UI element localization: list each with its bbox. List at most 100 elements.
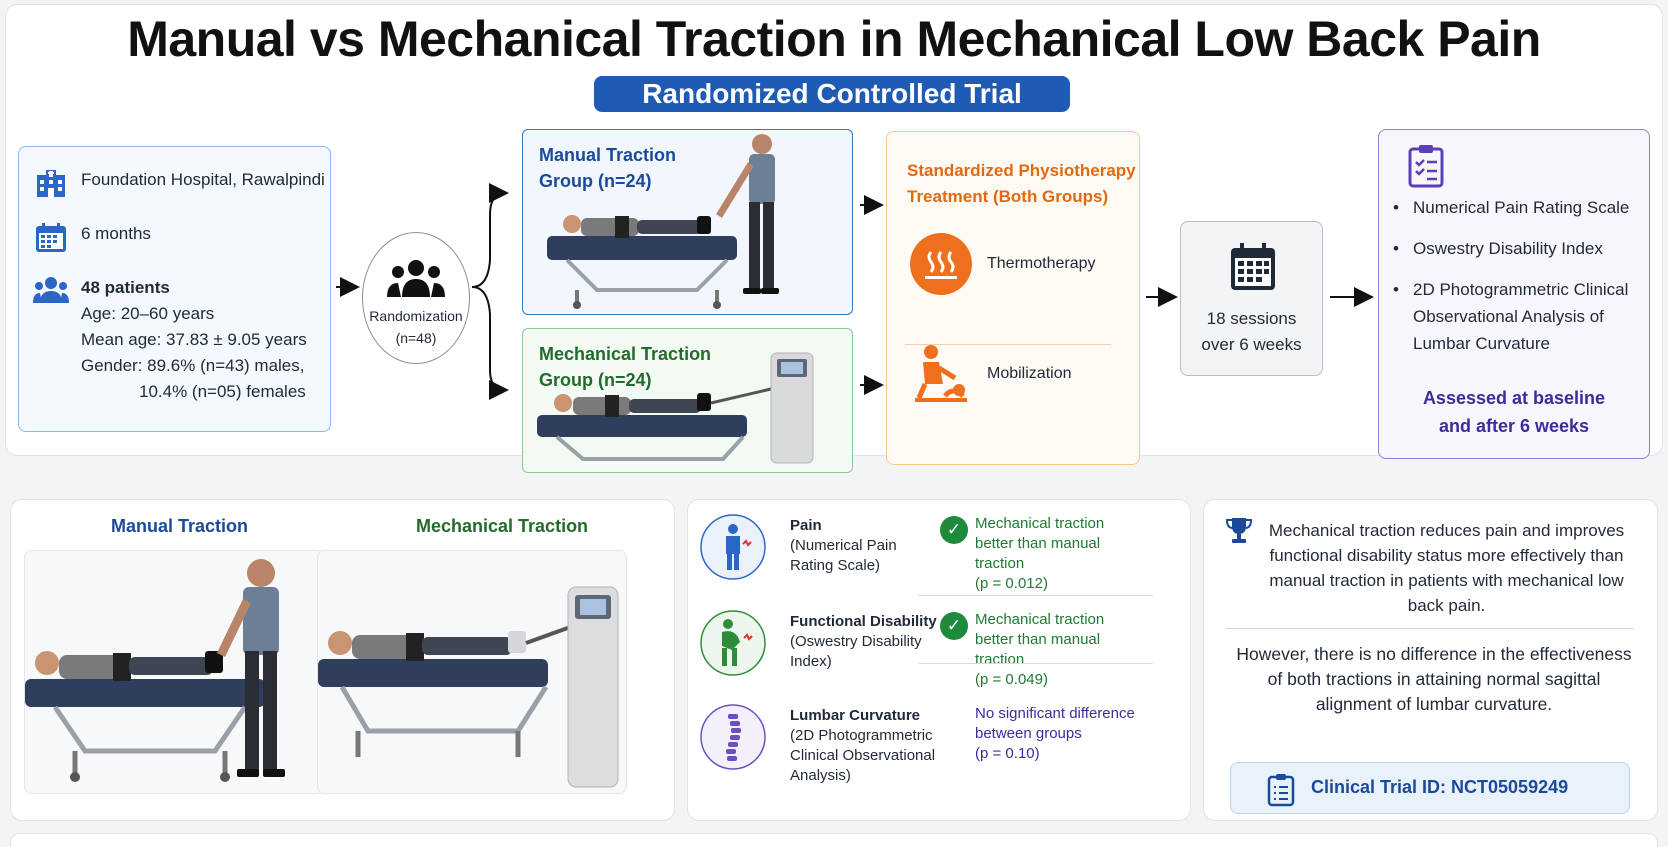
results-divider: [918, 663, 1153, 664]
manual-group-line-2: Group (n=24): [539, 171, 652, 191]
curvature-label: Lumbar Curvature (2D Photogrammetric Cli…: [790, 706, 940, 786]
physio-title-line-2: Treatment (Both Groups): [907, 187, 1109, 206]
results-panel: Pain (Numerical Pain Rating Scale) ✓ Mec…: [687, 499, 1191, 821]
clipboard-icon: [1267, 774, 1295, 807]
physio-title-line-1: Standardized Physiotherapy: [907, 161, 1136, 180]
patients-count: 48 patients: [81, 278, 170, 297]
sessions-line-2: over 6 weeks: [1201, 335, 1302, 354]
conclusion-panel: Mechanical traction reduces pain and imp…: [1203, 499, 1658, 821]
mechanical-group-line-1: Mechanical Traction: [539, 344, 712, 364]
group-icon: [387, 260, 445, 297]
clipboard-icon: [1408, 145, 1444, 188]
assessment-line-2: and after 6 weeks: [1438, 416, 1590, 436]
manual-traction-photo: [24, 550, 324, 794]
outcome-item: 2D Photogrammetric Clinical Observationa…: [1393, 276, 1643, 357]
patients-details: 48 patients Age: 20–60 years Mean age: 3…: [81, 275, 307, 405]
curvature-p-value: (p = 0.10): [975, 745, 1040, 762]
assessment-line-1: Assessed at baseline: [1422, 388, 1606, 408]
mechanical-group-title: Mechanical Traction Group (n=24): [539, 341, 711, 393]
mechanical-photo-title: Mechanical Traction: [416, 516, 589, 536]
conclusion-primary: Mechanical traction reduces pain and imp…: [1268, 521, 1625, 615]
mobilization-item: Mobilization: [909, 340, 1071, 408]
thermotherapy-label: Thermotherapy: [987, 255, 1096, 272]
calendar-icon: [36, 223, 66, 252]
mobilization-label: Mobilization: [987, 365, 1072, 382]
study-type-badge: Randomized Controlled Trial: [594, 76, 1070, 112]
study-info-box: Foundation Hospital, Rawalpindi 6 months…: [18, 146, 331, 432]
result-row-disability: Functional Disability (Oswestry Disabili…: [700, 610, 1170, 710]
trial-id-box: Clinical Trial ID: NCT05059249: [1230, 762, 1630, 814]
mechanical-group-line-2: Group (n=24): [539, 370, 652, 390]
outcome-item: Numerical Pain Rating Scale: [1393, 194, 1643, 221]
sessions-text: 18 sessions over 6 weeks: [1181, 306, 1322, 358]
disability-finding: Mechanical traction better than manual t…: [975, 610, 1145, 690]
manual-group-line-1: Manual Traction: [539, 145, 677, 165]
patients-row: 48 patients Age: 20–60 years Mean age: 3…: [33, 275, 307, 405]
trial-id: Clinical Trial ID: NCT05059249: [1311, 777, 1569, 797]
result-row-pain: Pain (Numerical Pain Rating Scale) ✓ Mec…: [700, 514, 1170, 614]
trophy-icon: [1226, 518, 1252, 543]
disability-finding-text: Mechanical traction better than manual t…: [975, 611, 1105, 668]
pain-finding-text: Mechanical traction better than manual t…: [975, 515, 1105, 572]
curvature-finding-text: No significant difference between groups: [975, 705, 1135, 742]
heat-icon: [910, 233, 972, 295]
assessment-timing: Assessed at baseline and after 6 weeks: [1379, 384, 1649, 440]
gender-line-2: 10.4% (n=05) females: [139, 382, 306, 401]
sessions-box: 18 sessions over 6 weeks: [1180, 221, 1323, 376]
outcome-list: Numerical Pain Rating Scale Oswestry Dis…: [1393, 194, 1643, 371]
footer-strip: [10, 833, 1658, 847]
results-divider: [918, 595, 1153, 596]
flow-arrows: [336, 183, 1374, 400]
check-icon: ✓: [940, 612, 968, 640]
sessions-line-1: 18 sessions: [1206, 309, 1297, 328]
gender-line-1: Gender: 89.6% (n=43) males,: [81, 356, 305, 375]
pain-scale: (Numerical Pain Rating Scale): [790, 537, 897, 574]
mechanical-traction-group: Mechanical Traction Group (n=24): [522, 328, 853, 473]
disability-icon: [700, 610, 766, 676]
manual-traction-illustration: [547, 134, 779, 309]
manual-photo-title: Manual Traction: [111, 516, 249, 536]
pain-icon: [700, 514, 766, 580]
randomization-n: (n=48): [395, 330, 437, 346]
mechanical-traction-photo: [317, 550, 627, 794]
mean-age: Mean age: 37.83 ± 9.05 years: [81, 330, 307, 349]
physio-title: Standardized Physiotherapy Treatment (Bo…: [907, 158, 1136, 210]
location-text: Foundation Hospital, Rawalpindi: [81, 170, 325, 189]
manual-group-title: Manual Traction Group (n=24): [539, 142, 676, 194]
disability-label: Functional Disability (Oswestry Disabili…: [790, 612, 940, 672]
outcome-measures-box: Numerical Pain Rating Scale Oswestry Dis…: [1378, 129, 1650, 459]
location-row: Foundation Hospital, Rawalpindi: [33, 167, 325, 199]
calendar-icon: [1231, 243, 1275, 290]
disability-scale: (Oswestry Disability Index): [790, 633, 922, 670]
randomization-node: Randomization (n=48): [362, 232, 470, 364]
outcome-item: Oswestry Disability Index: [1393, 235, 1643, 262]
curvature-measure: Lumbar Curvature: [790, 707, 921, 724]
curvature-scale: (2D Photogrammetric Clinical Observation…: [790, 727, 936, 784]
hospital-icon: [37, 170, 65, 197]
result-row-curvature: Lumbar Curvature (2D Photogrammetric Cli…: [700, 704, 1170, 804]
manual-traction-group: Manual Traction Group (n=24): [522, 129, 853, 315]
randomization-label: Randomization (n=48): [363, 305, 469, 349]
conclusion-secondary: However, there is no difference in the e…: [1236, 644, 1632, 714]
physio-divider: [905, 344, 1111, 345]
curvature-finding: No significant difference between groups…: [975, 704, 1145, 764]
disability-measure: Functional Disability: [790, 613, 937, 630]
mobilization-icon: [915, 345, 967, 402]
thermotherapy-item: Thermotherapy: [909, 232, 1096, 296]
check-icon: ✓: [940, 516, 968, 544]
photo-panel: Manual Traction Mechanical Traction: [10, 499, 675, 821]
randomization-text: Randomization: [369, 308, 463, 324]
pain-finding: Mechanical traction better than manual t…: [975, 514, 1145, 594]
age-range: Age: 20–60 years: [81, 304, 215, 323]
pain-p-value: (p = 0.012): [975, 575, 1048, 592]
people-icon: [33, 277, 69, 303]
conclusion-divider: [1226, 628, 1634, 629]
page-title: Manual vs Mechanical Traction in Mechani…: [127, 11, 1541, 67]
mechanical-photo-illustration: [318, 586, 619, 788]
pain-measure: Pain: [790, 517, 822, 534]
mechanical-traction-illustration: [537, 352, 814, 464]
spine-icon: [700, 704, 766, 770]
pain-label: Pain (Numerical Pain Rating Scale): [790, 516, 940, 576]
physiotherapy-box: Standardized Physiotherapy Treatment (Bo…: [886, 131, 1140, 465]
disability-p-value: (p = 0.049): [975, 671, 1048, 688]
